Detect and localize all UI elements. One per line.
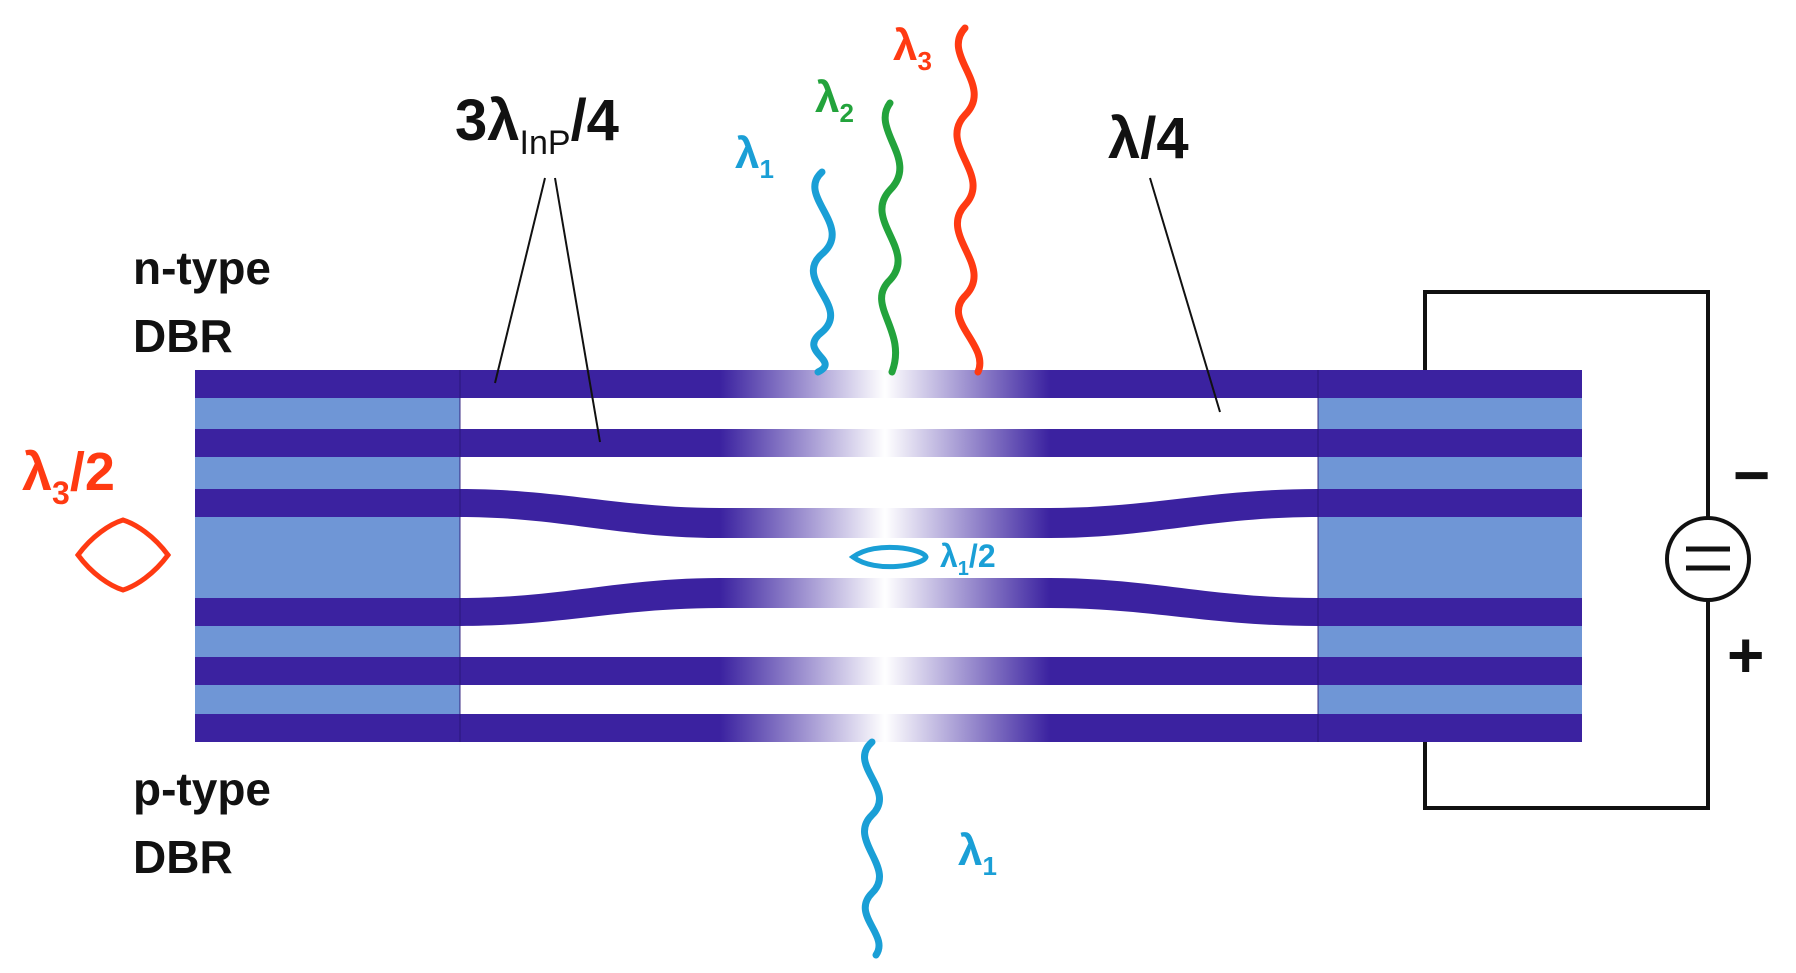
lambda1-bottom-wave — [861, 738, 883, 959]
layer-seams — [459, 370, 1319, 742]
lambda3-half-label: λ3/2 — [22, 442, 115, 511]
lambda1-half-mode — [848, 544, 929, 570]
three-quarter-inp-label: 3λInP/4 — [455, 88, 619, 162]
n-dbr-label-line1: n-type — [133, 242, 271, 294]
lambda2-top-wave — [878, 99, 904, 376]
leader-lines — [494, 177, 1221, 443]
layer-4-right — [1318, 598, 1582, 626]
optical-glow — [720, 370, 1050, 742]
plus-sign: + — [1727, 619, 1764, 691]
lambda1-top-wave — [809, 168, 836, 376]
p-dbr-label-line2: DBR — [133, 831, 233, 883]
quarter-wave-label: λ/4 — [1108, 106, 1189, 171]
p-dbr-label-line1: p-type — [133, 763, 271, 815]
lambda1-half-label: λ1/2 — [940, 538, 996, 580]
lambda1-top-label: λ1 — [735, 129, 774, 184]
minus-sign: − — [1733, 439, 1770, 511]
bias-circuit — [1423, 290, 1710, 810]
lambda3-top-wave — [953, 24, 984, 376]
n-dbr-label-line2: DBR — [133, 310, 233, 362]
voltage-source-icon — [1665, 516, 1751, 602]
layer-4-left — [195, 598, 460, 626]
lambda3-top-label: λ3 — [893, 21, 932, 76]
layer-3-left — [195, 489, 460, 517]
lambda2-top-label: λ2 — [815, 73, 854, 128]
lambda3-half-mode — [74, 517, 172, 593]
layer-3-right — [1318, 489, 1582, 517]
lambda1-bottom-label: λ1 — [958, 826, 997, 881]
